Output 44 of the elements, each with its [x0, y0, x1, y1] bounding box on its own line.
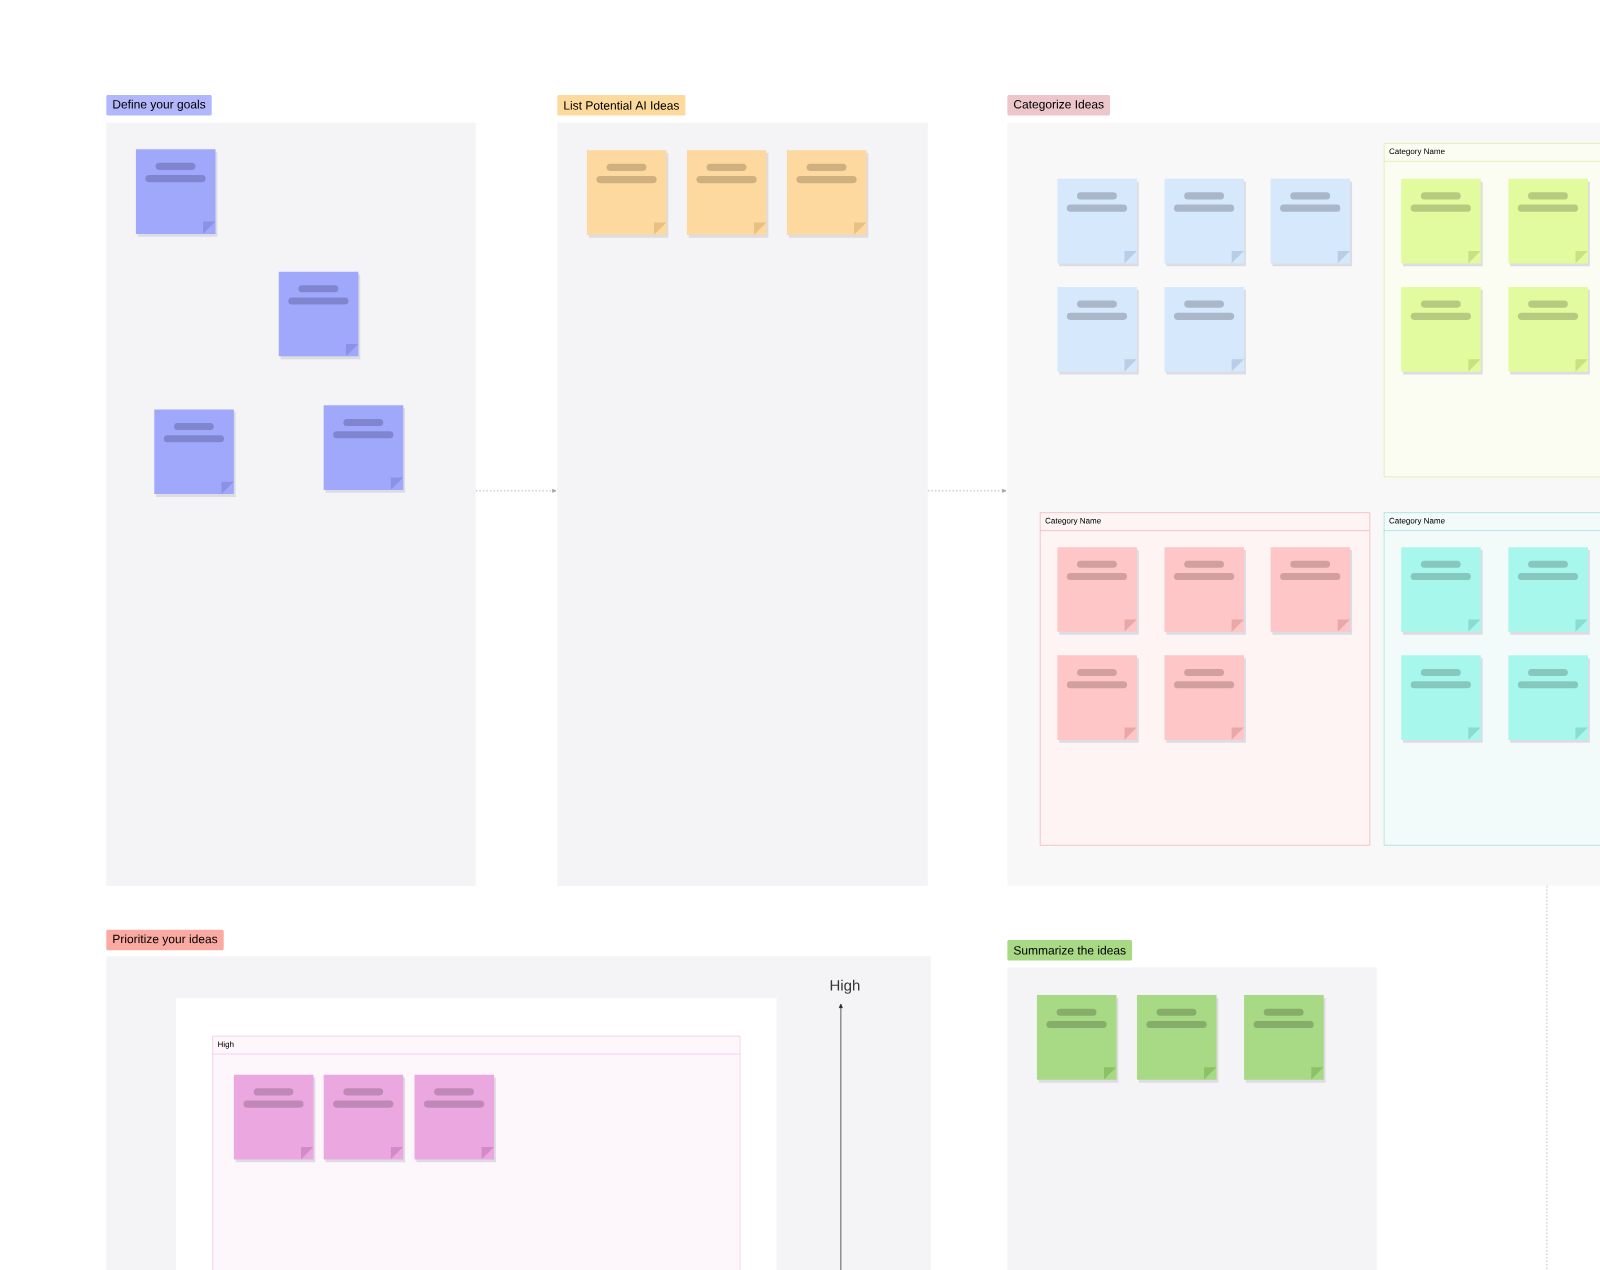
sticky-note [1508, 286, 1590, 375]
frame-title: Category Name [1045, 517, 1101, 526]
sticky-note [1270, 178, 1353, 267]
sticky-note [323, 1074, 406, 1163]
connector [1546, 885, 1548, 1270]
sticky-note [1057, 178, 1139, 267]
heading-tag: Categorize Ideas [1007, 95, 1111, 116]
sticky-note [686, 150, 769, 238]
heading-tag: Prioritize your ideas [106, 929, 224, 951]
heading-tag: List Potential AI Ideas [557, 95, 686, 116]
frame-title: High [218, 1041, 234, 1049]
sticky-note [278, 271, 361, 360]
heading-tag: Summarize the ideas [1007, 940, 1133, 961]
sticky-note [1270, 547, 1353, 635]
sticky-note [1036, 995, 1119, 1083]
sticky-note [1057, 286, 1139, 375]
frame-title: Category Name [1389, 517, 1445, 526]
sticky-note [1401, 178, 1483, 267]
sticky-note [1136, 995, 1219, 1083]
sticky-note [1057, 547, 1139, 635]
sticky-note [323, 405, 406, 493]
connector [927, 488, 1007, 493]
sticky-note [1508, 547, 1590, 635]
sticky-note [1401, 547, 1483, 635]
sticky-note [1164, 178, 1246, 267]
sticky-note [135, 149, 218, 237]
sticky-note [1164, 547, 1246, 635]
sticky-note [1508, 655, 1590, 743]
sticky-note [1164, 286, 1246, 375]
heading-tag: Define your goals [106, 95, 212, 116]
frame-title: Category Name [1389, 148, 1445, 156]
sticky-note [233, 1074, 316, 1163]
sticky-note [414, 1074, 496, 1163]
sticky-note [1244, 995, 1326, 1083]
connector [475, 488, 557, 493]
sticky-note [154, 409, 236, 497]
sticky-note [1401, 655, 1483, 743]
sticky-note [1401, 286, 1483, 375]
sticky-note [586, 150, 669, 238]
sticky-note [1508, 178, 1590, 267]
axis-label: High [830, 979, 860, 994]
sticky-note [1057, 655, 1139, 743]
sticky-note [1164, 655, 1246, 743]
sticky-note [786, 150, 869, 238]
